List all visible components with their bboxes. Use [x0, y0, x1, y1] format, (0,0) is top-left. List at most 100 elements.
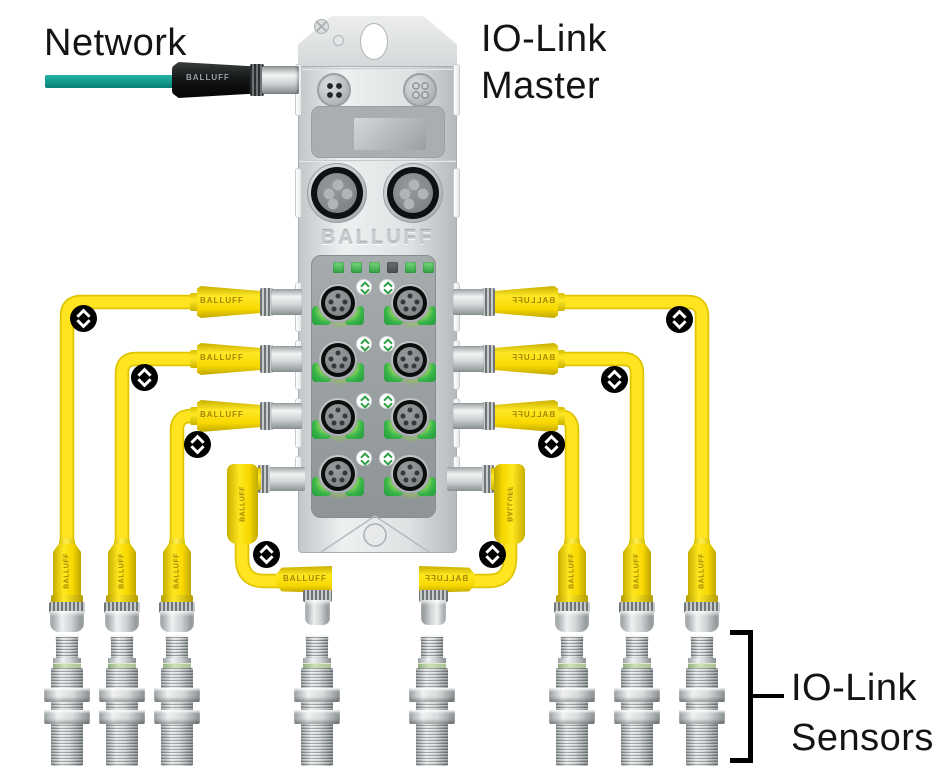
sensor-hex-nut	[679, 688, 725, 702]
sensor-thread-stub	[306, 637, 328, 662]
io-link-cable-core	[460, 534, 516, 587]
connector-nut	[620, 611, 654, 632]
sensor-hex-nut	[409, 688, 455, 702]
pin-holes	[319, 75, 349, 105]
status-led-green	[333, 262, 344, 273]
io-link-glyph	[190, 434, 205, 455]
connector-cap	[629, 538, 645, 547]
connector-knurl	[684, 602, 720, 613]
status-led-green	[369, 262, 380, 273]
sensors-bracket-cap	[730, 758, 753, 763]
io-link-icon	[479, 541, 506, 568]
port-face	[397, 347, 423, 373]
connector-brand: BALLUFF	[506, 486, 513, 522]
sensor-hex-nut	[294, 688, 340, 702]
io-link-icon	[601, 366, 628, 393]
io-link-icon	[666, 306, 693, 333]
connector-nut	[160, 611, 194, 632]
sensor-hex-nut	[44, 710, 90, 724]
sensors-bracket-tick	[753, 694, 784, 698]
io-link-badge-icon	[356, 279, 372, 295]
sensor-cable-connector: BALLUFF	[41, 538, 93, 632]
connector-knurl	[554, 602, 590, 613]
io-link-cable-core	[556, 353, 643, 546]
connector-knurl	[260, 345, 273, 373]
sensor-hex-nut	[614, 688, 660, 702]
io-link-sensor	[546, 634, 598, 766]
io-link-glyph	[383, 395, 393, 409]
sensor-thread-stub	[626, 637, 648, 662]
connector-flange	[161, 595, 193, 603]
io-link-cable-core	[236, 534, 292, 587]
io-link-badge-icon	[379, 336, 395, 352]
connector-cap	[694, 538, 710, 547]
connector-flange	[556, 595, 588, 603]
angled-cable-connector: BALLUFF	[415, 564, 477, 626]
connector-body: BALLUFF	[163, 544, 191, 597]
connector-nut	[268, 467, 305, 491]
io-link-cable-core	[61, 296, 200, 546]
connector-nut	[421, 600, 446, 625]
sensor-hex-nut	[99, 710, 145, 724]
io-link-glyph	[360, 338, 370, 352]
connector-knurl	[159, 602, 195, 613]
status-led-green	[351, 262, 362, 273]
connector-cap	[564, 538, 580, 547]
io-link-badge-icon	[356, 450, 372, 466]
sensors-label-line1: IO-Link	[791, 667, 917, 709]
sensor-thread-stub	[691, 637, 713, 662]
connector-brand: BALLUFF	[118, 552, 126, 589]
master-label-line1: IO-Link	[481, 18, 607, 60]
connector-nut	[453, 403, 484, 429]
cable-connector: BALLUFF	[453, 398, 565, 434]
sensor-thread-stub	[166, 637, 188, 662]
display-window	[354, 118, 426, 150]
connector-brand: BALLUFF	[173, 552, 181, 589]
screw-icon	[333, 35, 344, 46]
io-link-port-6	[382, 395, 438, 447]
port-face	[325, 347, 351, 373]
connector-body	[276, 566, 332, 593]
elbow-cable-connector: BALLUFF	[447, 462, 527, 546]
connector-tail	[190, 350, 199, 368]
io-link-port-4	[382, 338, 438, 390]
sensor-green-ring	[558, 663, 586, 670]
sensor-shoulder	[418, 658, 446, 665]
connector-body: BALLUFF	[108, 544, 136, 597]
display-panel	[311, 106, 445, 158]
master-label-line2: Master	[481, 65, 601, 107]
connector-nut	[447, 467, 484, 491]
io-link-sensor	[406, 634, 458, 766]
device-seam	[299, 160, 456, 162]
connector-nut	[262, 66, 299, 94]
io-link-glyph	[383, 281, 393, 295]
sensor-cable-connector: BALLUFF	[546, 538, 598, 632]
device-seam	[299, 68, 456, 70]
sensor-green-ring	[53, 663, 81, 670]
connector-body: BALLUFF	[623, 544, 651, 597]
connector-nut	[50, 611, 84, 632]
port-face	[397, 461, 423, 487]
connector-body	[172, 62, 254, 98]
connector-cap	[114, 538, 130, 547]
port-face	[397, 404, 423, 430]
sensor-cable-connector: BALLUFF	[151, 538, 203, 632]
connector-brand: BALLUFF	[200, 296, 244, 305]
device-brand-logo: BALLUFF	[320, 227, 435, 249]
connector-flange	[106, 595, 138, 603]
connector-brand: BALLUFF	[424, 574, 468, 583]
connector-knurl	[619, 602, 655, 613]
sensor-thread-stub	[56, 637, 78, 662]
status-led-green	[423, 262, 434, 273]
connector-brand: BALLUFF	[633, 552, 641, 589]
sensor-shoulder	[558, 658, 586, 665]
connector-knurl	[104, 602, 140, 613]
sensors-label-line2: Sensors	[791, 717, 934, 759]
io-link-glyph	[607, 369, 622, 390]
connector-knurl	[258, 465, 270, 493]
connector-brand: BALLUFF	[239, 486, 246, 522]
screw-icon	[314, 19, 329, 34]
io-link-cable-core	[556, 296, 708, 546]
connector-knurl	[49, 602, 85, 613]
